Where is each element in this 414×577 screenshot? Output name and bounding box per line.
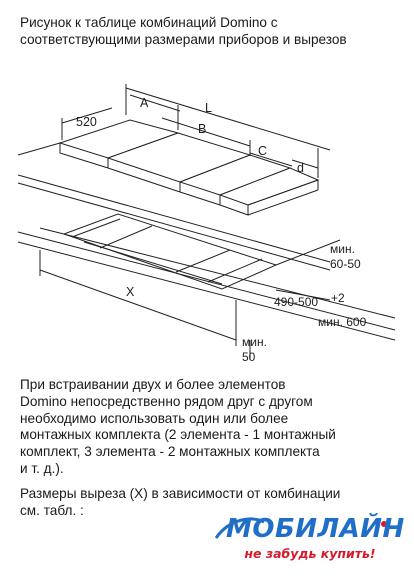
label-d: d	[297, 161, 304, 175]
countertop-edge-lower-back	[17, 231, 396, 331]
dim-line-depth	[61, 107, 113, 124]
label-depth-520: 520	[76, 115, 97, 129]
label-490-500: 490-500	[274, 295, 318, 309]
dim-line-X	[39, 269, 237, 341]
label-50: 50	[242, 350, 256, 364]
dim-line-C	[249, 152, 293, 167]
countertop-edge-upper-front	[17, 174, 331, 263]
label-B: B	[198, 122, 206, 136]
installation-note: При встраивании двух и более элементов D…	[20, 377, 336, 476]
label-X: X	[126, 285, 135, 299]
logo-swoosh-icon	[214, 517, 387, 539]
cutout-size-note: Размеры выреза (X) в зависимости от комб…	[20, 486, 341, 518]
label-min-1: мин.	[330, 242, 355, 256]
label-plus-2: +2	[331, 291, 345, 305]
countertop-edge-lower-front	[17, 241, 396, 341]
logo-slogan: не забудь купить!	[244, 546, 376, 561]
label-L: L	[205, 101, 212, 115]
cooktop-dimension-diagram: L A B C d 520 X мин. 60-50 490-500 +2 ми…	[17, 84, 396, 364]
logo-brand: МОБИЛАЙН	[226, 514, 405, 544]
label-min-600: мин. 600	[318, 315, 367, 329]
figure-caption: Рисунок к таблице комбинаций Domino с со…	[20, 15, 347, 47]
countertop-edge-upper-back	[17, 142, 61, 156]
mobilain-logo: МОБИЛАЙН не забудь купить!	[212, 512, 408, 572]
label-C: C	[258, 144, 267, 158]
label-min-3: мин.	[242, 335, 267, 349]
label-A: A	[140, 96, 149, 110]
countertop-edge-upper-front-2	[17, 182, 331, 271]
dim-line-d	[291, 159, 319, 169]
label-60-50: 60-50	[330, 257, 361, 271]
dim-line-L	[125, 87, 331, 151]
dim-line-A	[129, 94, 181, 112]
countertop-rear-line	[39, 227, 396, 319]
dim-line-B	[161, 117, 251, 147]
